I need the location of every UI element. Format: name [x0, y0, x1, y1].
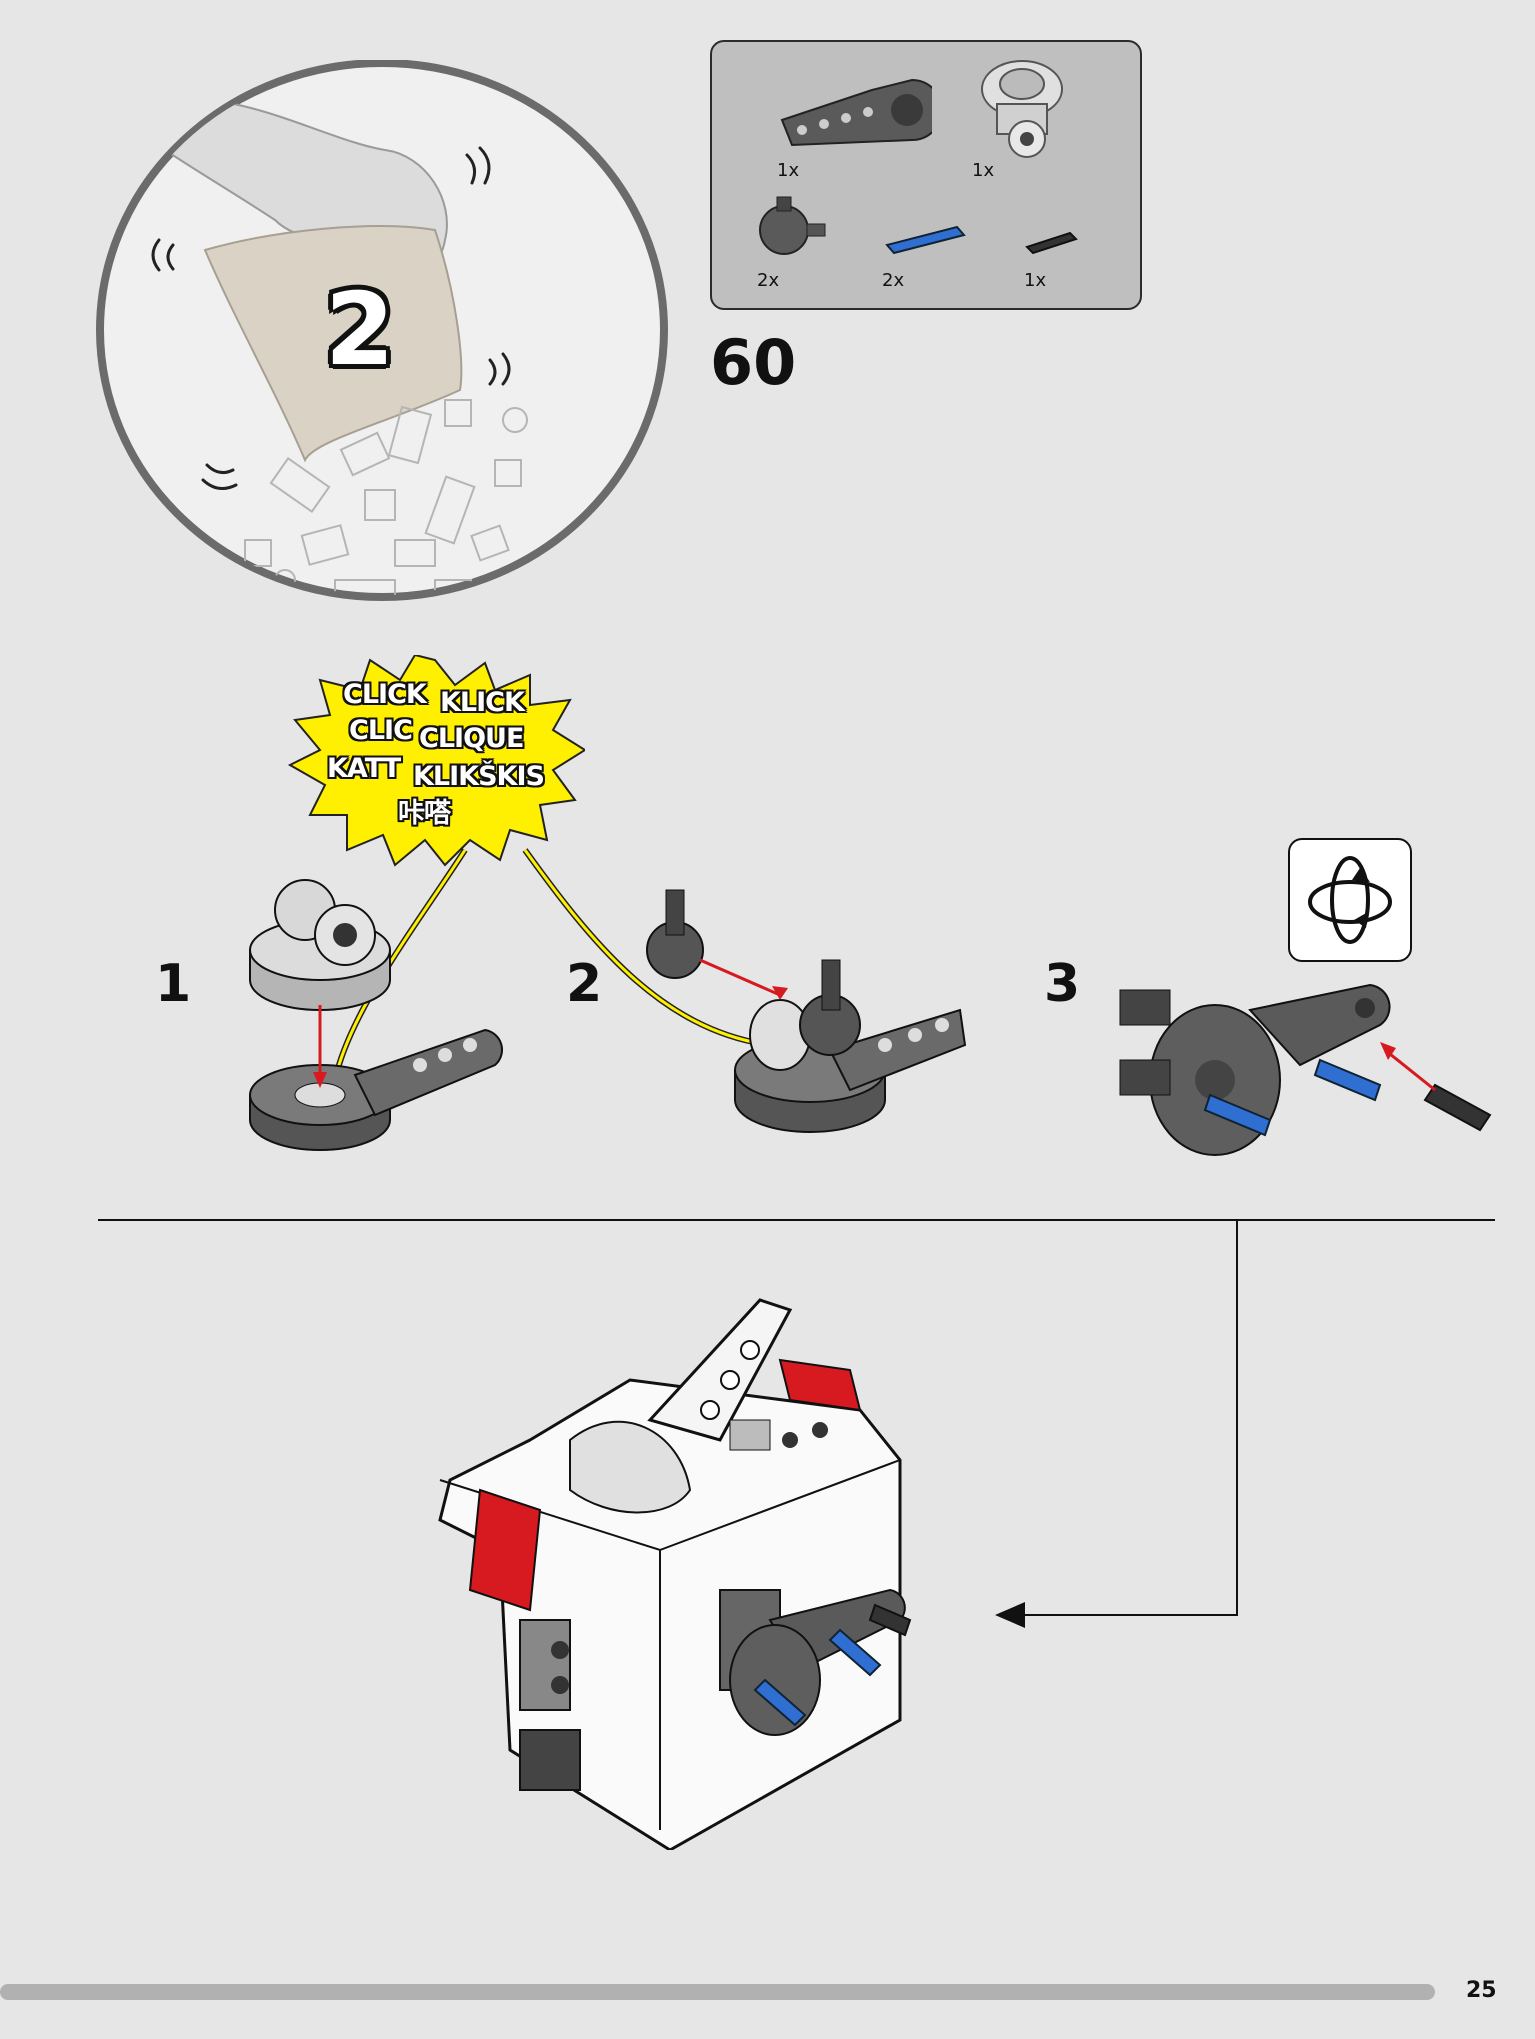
connector-icon	[752, 192, 832, 262]
substep-1-illustration	[249, 879, 504, 1151]
substep-number: 3	[1044, 954, 1081, 1014]
turntable-icon	[972, 54, 1072, 164]
bag-number: 2	[325, 271, 395, 388]
part-qty: 2x	[882, 270, 905, 291]
technic-liftarm-icon	[772, 60, 932, 160]
substep-3-illustration	[1119, 983, 1492, 1156]
callout-arrow	[995, 1602, 1025, 1628]
click-word: KATT	[327, 753, 401, 784]
callout-connector	[1010, 1614, 1238, 1616]
part-qty: 1x	[972, 160, 995, 181]
part-qty: 2x	[757, 270, 780, 291]
click-word: 咔嗒	[398, 798, 451, 829]
click-word: CLICK	[343, 679, 427, 710]
section-divider	[98, 1219, 1495, 1221]
part-qty: 1x	[777, 160, 800, 181]
step-number: 60	[710, 326, 797, 399]
substep-number: 2	[566, 954, 603, 1014]
click-word: KLICK	[440, 687, 525, 718]
page-number: 25	[1466, 1978, 1497, 2003]
blue-axle-pin-icon	[882, 217, 972, 257]
black-pin-icon	[1022, 225, 1082, 255]
click-burst: CLICK KLICK CLIC CLIQUE KATT KLIKŠKIS 咔嗒	[285, 655, 585, 870]
progress-bar	[0, 1984, 1435, 2000]
parts-list: 1x 1x 2x 2x 1x	[710, 40, 1142, 310]
rotate-model-icon	[1288, 838, 1412, 962]
substep-2-illustration	[646, 889, 967, 1133]
callout-connector	[1236, 1220, 1238, 1616]
assembled-model-illustration	[438, 1298, 912, 1850]
click-word: CLIQUE	[419, 723, 524, 754]
click-word: KLIKŠKIS	[413, 761, 545, 792]
substep-number: 1	[155, 954, 192, 1014]
click-word: CLIC	[349, 715, 413, 746]
part-qty: 1x	[1024, 270, 1047, 291]
bag-illustration: 2	[95, 60, 670, 620]
